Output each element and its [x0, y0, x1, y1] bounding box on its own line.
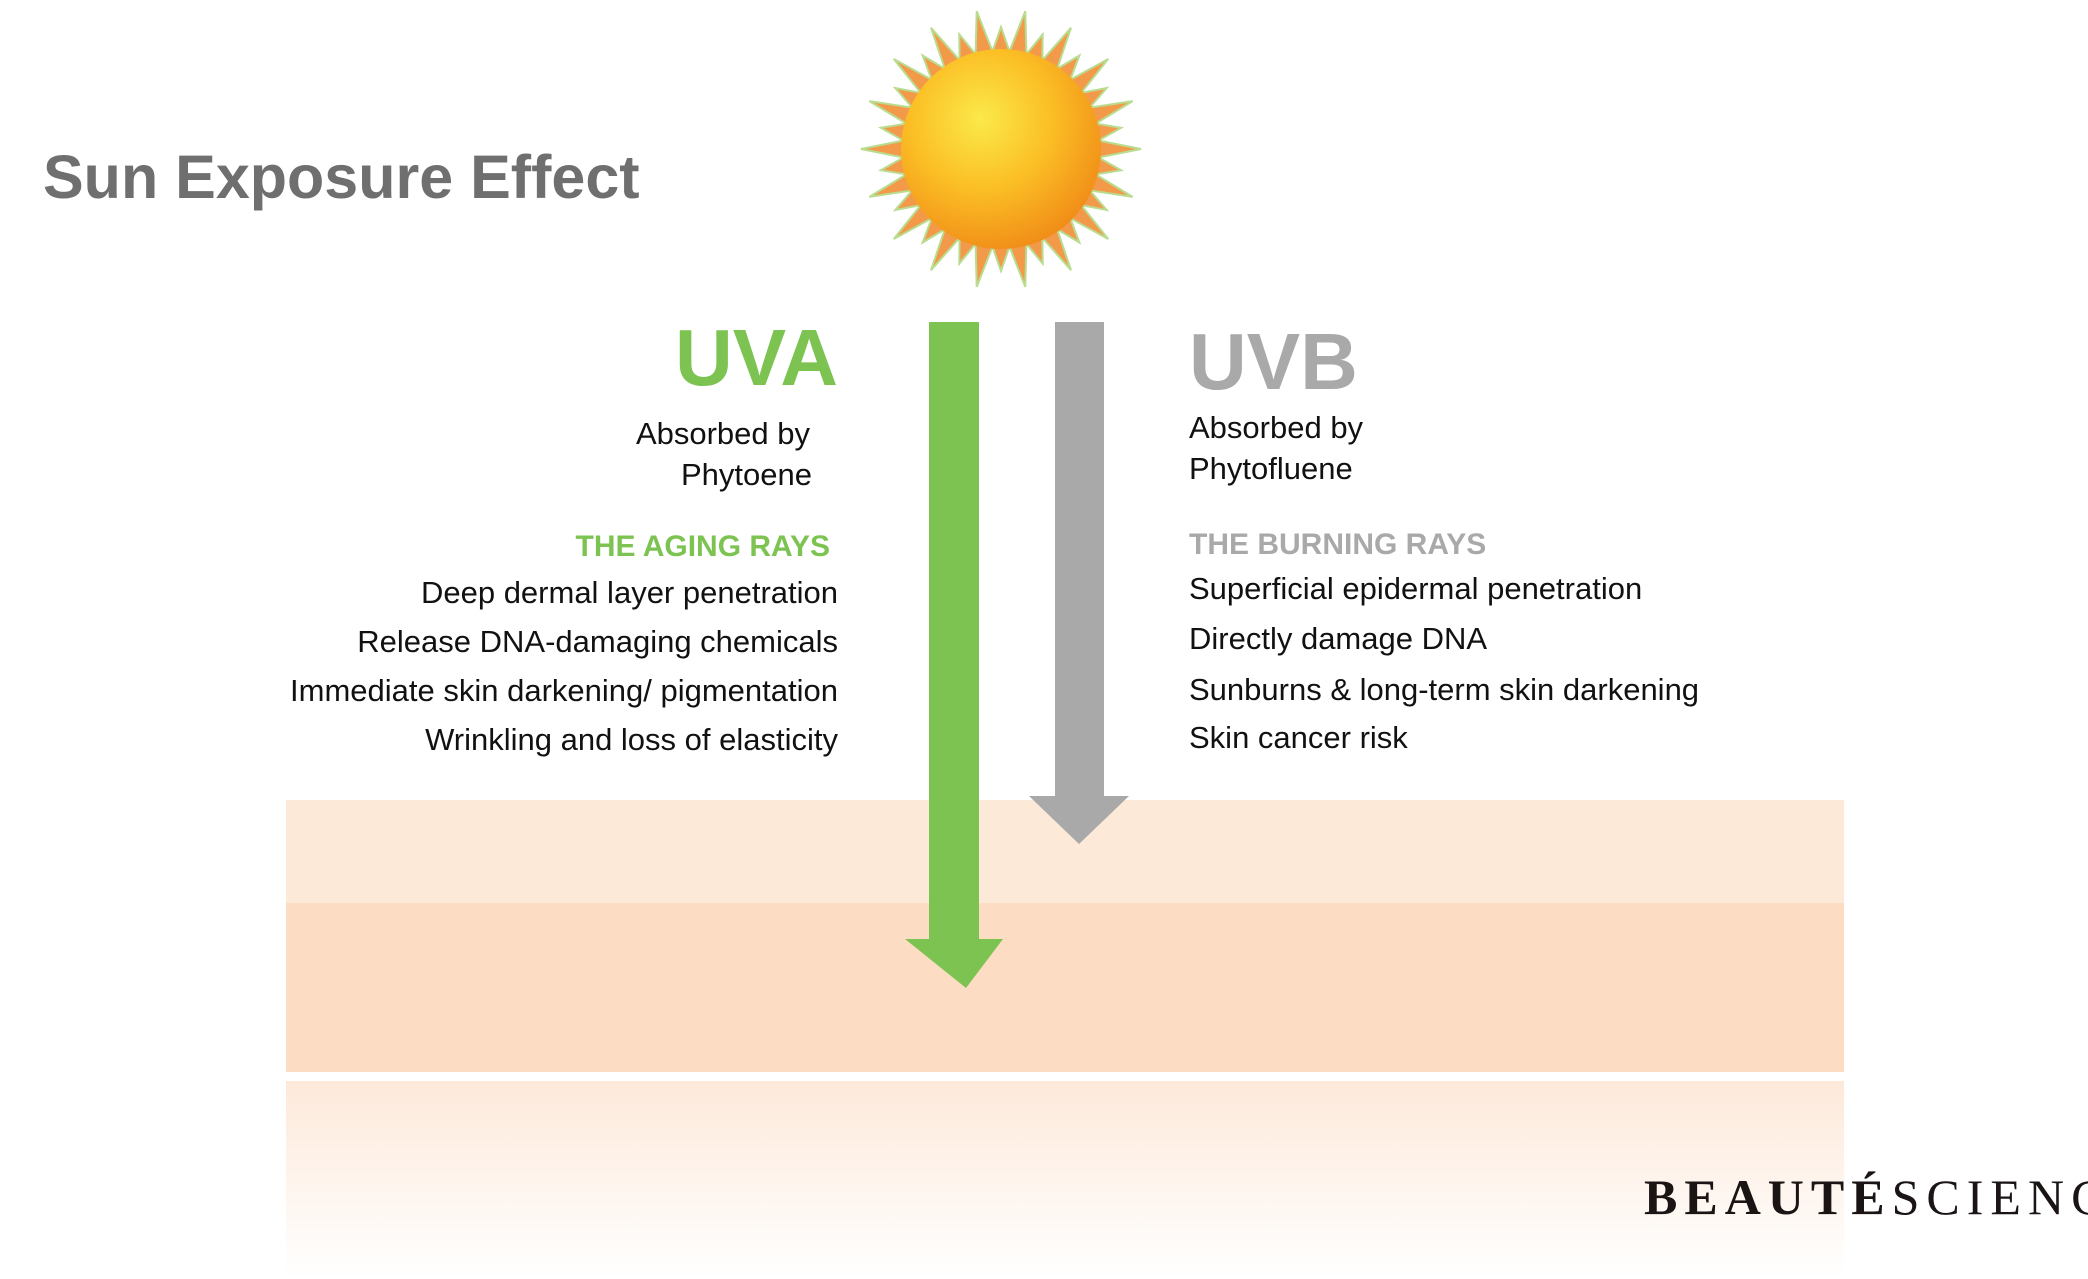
uvb-item: Skin cancer risk: [1189, 720, 1408, 755]
uvb-heading: THE BURNING RAYS: [1189, 528, 1487, 561]
uva-absorbed-line2: Phytoene: [681, 457, 812, 492]
uva-label: UVA: [675, 313, 838, 402]
skin-layer-reflection: [286, 1081, 1844, 1279]
logo-light: SCIENCE: [1891, 1169, 2088, 1225]
sun-disc: [901, 49, 1101, 249]
brand-logo: BEAUTÉSCIENCE: [1644, 1168, 2088, 1226]
uva-heading: THE AGING RAYS: [575, 530, 831, 563]
uvb-absorbed-line2: Phytofluene: [1189, 451, 1353, 486]
uvb-absorbed-line1: Absorbed by: [1189, 410, 1364, 445]
page-title: Sun Exposure Effect: [43, 143, 640, 211]
sun-icon: [860, 10, 1142, 288]
uvb-item: Directly damage DNA: [1189, 621, 1488, 656]
uva-item: Immediate skin darkening/ pigmentation: [290, 673, 838, 708]
uva-item: Wrinkling and loss of elasticity: [425, 722, 838, 757]
uvb-item: Superficial epidermal penetration: [1189, 571, 1643, 606]
uvb-item: Sunburns & long-term skin darkening: [1189, 672, 1700, 707]
uvb-label: UVB: [1189, 317, 1358, 406]
skin-layer-dermis: [286, 903, 1844, 1072]
uva-item: Deep dermal layer penetration: [420, 575, 838, 610]
uva-item: Release DNA-damaging chemicals: [357, 624, 838, 659]
uva-arrow: [905, 322, 1003, 988]
uva-absorbed-line1: Absorbed by: [635, 416, 810, 451]
logo-bold: BEAUTÉ: [1644, 1169, 1892, 1225]
uvb-arrow: [1029, 322, 1129, 844]
